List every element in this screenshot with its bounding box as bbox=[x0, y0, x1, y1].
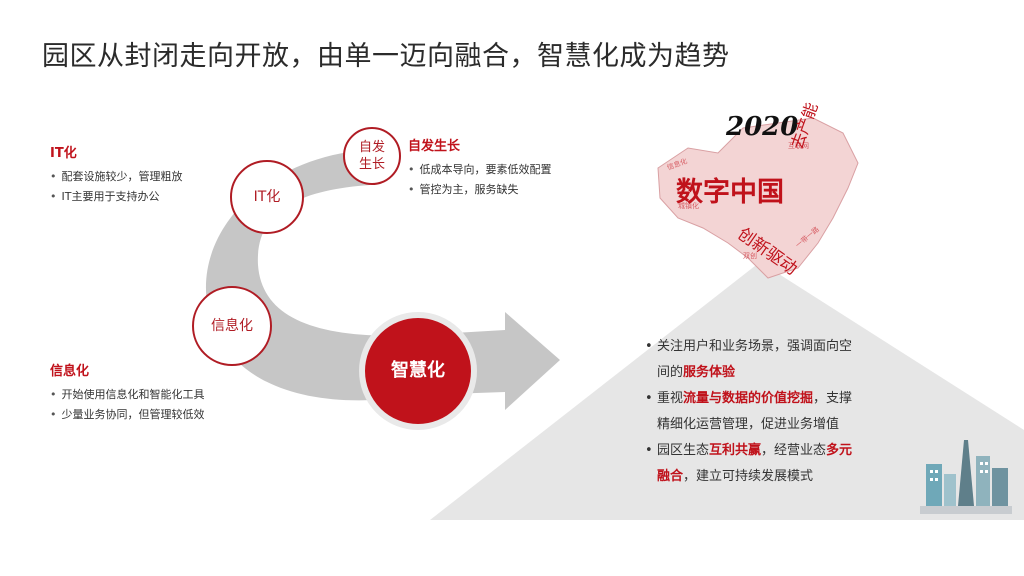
info-heading: 信息化 bbox=[50, 364, 90, 379]
feature-line: 精细化运营管理，促进业务增值 bbox=[657, 417, 840, 432]
it-block: IT化 配套设施较少，管理粗放 IT主要用于支持办公 bbox=[50, 142, 183, 207]
highlight-text: 服务体验 bbox=[683, 365, 736, 380]
feature-line: 重视流量与数据的价值挖掘，支撑 bbox=[657, 391, 853, 406]
map-shape bbox=[657, 117, 859, 279]
feature-line: 融合，建立可持续发展模式 bbox=[657, 469, 814, 484]
curved-arrow bbox=[205, 150, 560, 410]
it-item: 配套设施较少，管理粗放 bbox=[50, 167, 183, 187]
info-item: 开始使用信息化和智能化工具 bbox=[50, 385, 205, 405]
highlight-text: 多元 bbox=[826, 443, 853, 458]
self-growth-line1: 自发 bbox=[358, 140, 385, 155]
highlight-text: 流量与数据的价值挖掘 bbox=[683, 391, 814, 406]
smart-circle: 智慧化 bbox=[359, 312, 477, 430]
self-growth-block: 自发生长 低成本导向，要素低效配置 管控为主，服务缺失 bbox=[408, 135, 552, 200]
feature-item: • 关注用户和业务场景，强调面向空 间的服务体验 bbox=[645, 334, 890, 386]
info-block: 信息化 开始使用信息化和智能化工具 少量业务协同，但管理较低效 bbox=[50, 360, 205, 425]
highlight-text: 互利共赢 bbox=[709, 443, 762, 458]
self-growth-item: 管控为主，服务缺失 bbox=[408, 180, 552, 200]
page-title: 园区从封闭走向开放，由单一迈向融合，智慧化成为趋势 bbox=[42, 41, 730, 72]
china-map-wordcloud: 信息化 城镇化 互联网 一带一路 双创 2020 数字中国 创新驱动 去产能 bbox=[648, 100, 868, 288]
feature-item: • 重视流量与数据的价值挖掘，支撑 精细化运营管理，促进业务增值 bbox=[645, 386, 890, 438]
map-year: 2020 bbox=[726, 112, 799, 142]
smart-features-list: • 关注用户和业务场景，强调面向空 间的服务体验 • 重视流量与数据的价值挖掘，… bbox=[645, 334, 890, 490]
svg-text:城镇化: 城镇化 bbox=[678, 201, 699, 210]
feature-line: 关注用户和业务场景，强调面向空 bbox=[657, 339, 853, 354]
svg-text:双创: 双创 bbox=[743, 251, 757, 260]
self-growth-heading: 自发生长 bbox=[408, 139, 461, 154]
self-growth-item: 低成本导向，要素低效配置 bbox=[408, 160, 552, 180]
feature-line: 园区生态互利共赢，经营业态多元 bbox=[657, 443, 853, 458]
it-circle: IT化 bbox=[230, 160, 304, 234]
city-skyline-icon bbox=[920, 440, 1012, 514]
mountain-shape bbox=[430, 262, 1024, 520]
svg-text:互联网: 互联网 bbox=[788, 141, 809, 150]
feature-item: • 园区生态互利共赢，经营业态多元 融合，建立可持续发展模式 bbox=[645, 438, 890, 490]
highlight-text: 融合 bbox=[657, 469, 684, 484]
info-circle: 信息化 bbox=[192, 286, 272, 366]
info-item: 少量业务协同，但管理较低效 bbox=[50, 405, 205, 425]
self-growth-line2: 生长 bbox=[358, 157, 385, 172]
it-item: IT主要用于支持办公 bbox=[50, 187, 183, 207]
self-growth-circle: 自发 生长 bbox=[343, 127, 401, 185]
it-heading: IT化 bbox=[50, 146, 77, 161]
map-main-text: 数字中国 bbox=[676, 177, 784, 208]
feature-line: 间的服务体验 bbox=[657, 365, 736, 380]
